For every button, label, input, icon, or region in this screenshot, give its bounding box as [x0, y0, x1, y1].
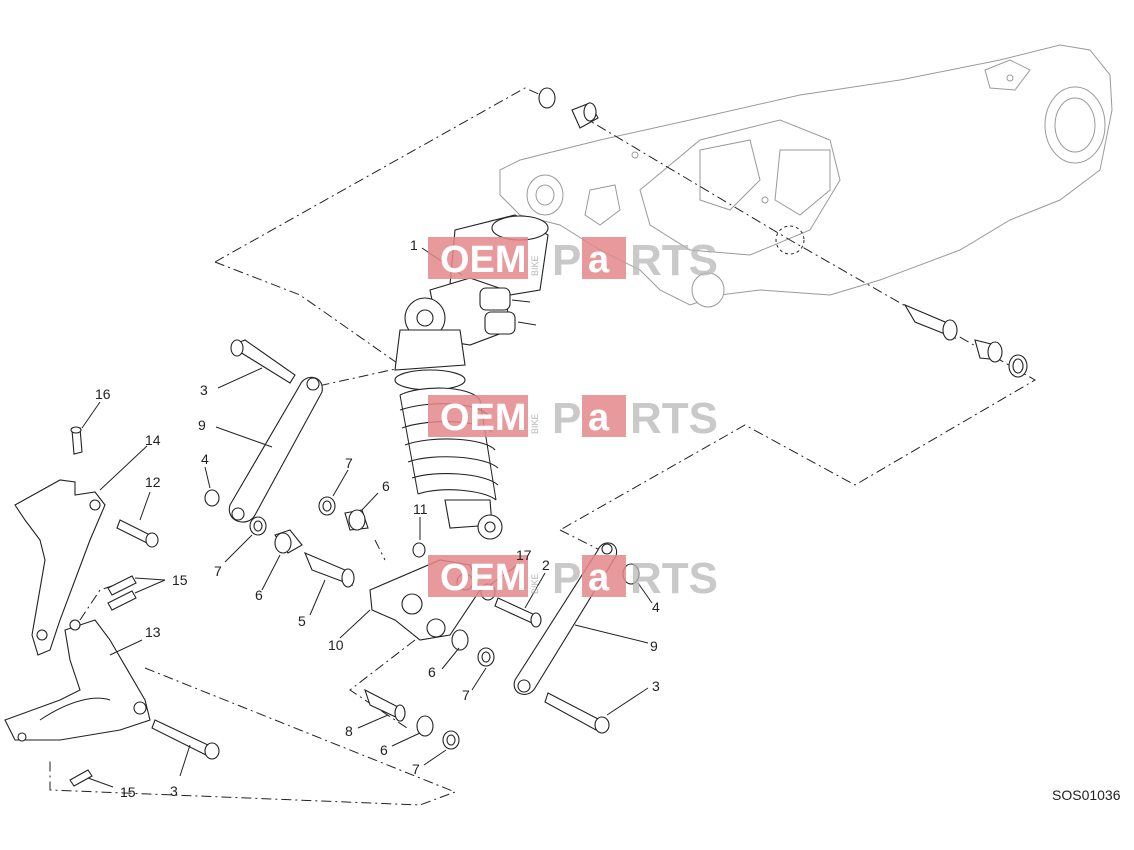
- callout-label: 3: [652, 678, 660, 694]
- watermark-top: OEM BIKE P a RTS: [428, 236, 718, 285]
- callout-label: 6: [255, 587, 263, 603]
- callout-label: 9: [650, 638, 658, 654]
- bolts: [116, 339, 610, 760]
- watermark-parts-p: P: [552, 236, 581, 285]
- watermark-parts-rest: RTS: [630, 554, 718, 603]
- watermark-parts-a: a: [588, 557, 610, 599]
- watermark-oem-text: OEM: [440, 557, 527, 599]
- callout-label: 6: [380, 742, 388, 758]
- watermark-oem-text: OEM: [440, 239, 527, 281]
- drawing-code: SOS01036: [1052, 787, 1121, 803]
- callout-label: 5: [298, 613, 306, 629]
- callout-label: 14: [145, 432, 161, 448]
- callout-label: 15: [120, 784, 136, 800]
- callout-label: 11: [413, 501, 428, 517]
- callout-label: 2: [542, 557, 550, 573]
- spacers-and-bushings: [204, 489, 640, 750]
- callout-label: 3: [170, 783, 178, 799]
- upper-pivot-bushings: [538, 87, 1028, 378]
- callout-label: 7: [345, 455, 353, 471]
- watermark-parts-rest: RTS: [630, 394, 718, 443]
- watermark-oem-text: OEM: [440, 397, 527, 439]
- callout-label: 6: [382, 478, 390, 494]
- callout-label: 6: [428, 664, 436, 680]
- watermark-middle: OEM BIKE P a RTS: [428, 394, 718, 443]
- left-brackets: [4, 426, 151, 787]
- callout-label: 7: [462, 687, 470, 703]
- watermark-parts-a: a: [588, 397, 610, 439]
- callout-label: 16: [95, 386, 111, 402]
- callout-labels: 1 2 3 3 3 4 4 5 6 6 6 6 7 7 7 7 8 9 9 10…: [95, 237, 660, 800]
- callout-label: 3: [200, 382, 208, 398]
- callout-label: 17: [516, 547, 532, 563]
- watermark-bike-text: BIKE: [530, 255, 540, 276]
- callout-label: 7: [412, 761, 420, 777]
- callout-label: 7: [214, 563, 222, 579]
- callout-label: 10: [328, 637, 344, 653]
- callout-label: 4: [201, 451, 209, 467]
- watermark-parts-rest: RTS: [630, 236, 718, 285]
- callout-label: 13: [145, 624, 161, 640]
- callout-label: 9: [198, 417, 206, 433]
- swingarm-drawing: [499, 44, 1113, 308]
- watermark-bike-text: BIKE: [530, 573, 540, 594]
- callout-label: 12: [145, 474, 161, 490]
- watermark-parts-p: P: [552, 554, 581, 603]
- callout-label: 15: [172, 572, 188, 588]
- callout-label: 1: [410, 237, 418, 253]
- watermark-bike-text: BIKE: [530, 413, 540, 434]
- watermark-parts-a: a: [588, 239, 610, 281]
- watermark-parts-p: P: [552, 394, 581, 443]
- watermark-bottom: OEM BIKE P a RTS: [428, 554, 718, 603]
- callout-label: 8: [345, 723, 353, 739]
- callout-label: 4: [652, 599, 660, 615]
